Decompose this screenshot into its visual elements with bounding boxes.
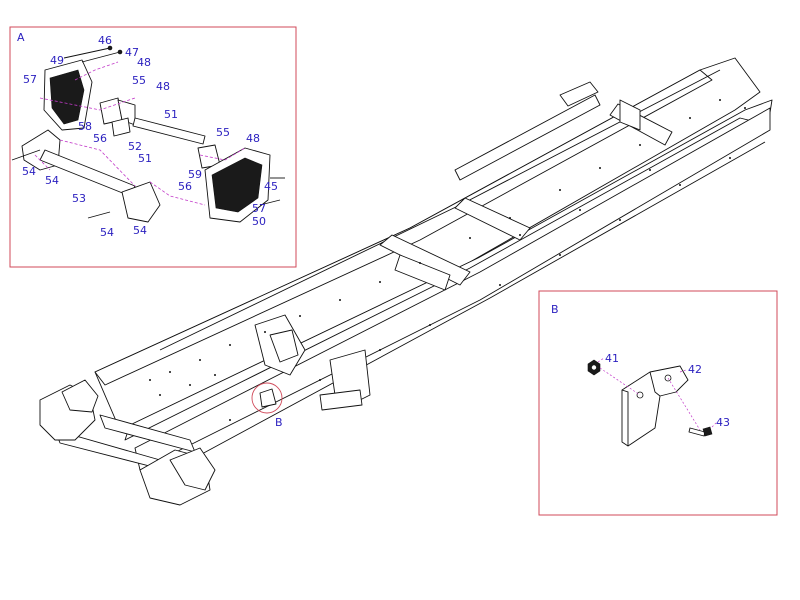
- label-45: 45: [264, 180, 278, 193]
- label-46: 46: [98, 34, 112, 47]
- label-54c: 54: [100, 226, 114, 239]
- label-59: 59: [188, 168, 202, 181]
- label-56: 56: [93, 132, 107, 145]
- main-chassis-frame: B: [39, 57, 773, 506]
- detail-b-title: B: [551, 303, 559, 316]
- label-42: 42: [688, 363, 702, 376]
- detail-b-panel: B 41 42 43: [538, 290, 778, 516]
- label-51: 51: [164, 108, 178, 121]
- label-54: 54: [22, 165, 36, 178]
- label-53: 53: [72, 192, 86, 205]
- callout-circle-b: [251, 382, 283, 414]
- label-43: 43: [716, 416, 730, 429]
- detail-a-panel: A: [9, 26, 297, 268]
- detail-a-title: A: [17, 31, 25, 44]
- label-56b: 56: [178, 180, 192, 193]
- label-57b: 57: [252, 202, 266, 215]
- label-49: 49: [50, 54, 64, 67]
- label-58: 58: [78, 120, 92, 133]
- label-47: 47: [125, 46, 139, 59]
- label-54b: 54: [45, 174, 59, 187]
- label-51b: 51: [138, 152, 152, 165]
- detail-b-border: [538, 290, 778, 516]
- label-48b: 48: [156, 80, 170, 93]
- label-52: 52: [128, 140, 142, 153]
- detail-a-border: [9, 26, 297, 268]
- label-54d: 54: [133, 224, 147, 237]
- callout-label-b: B: [275, 416, 283, 429]
- label-50: 50: [252, 215, 266, 228]
- label-55b: 55: [216, 126, 230, 139]
- label-48: 48: [137, 56, 151, 69]
- label-41: 41: [605, 352, 619, 365]
- label-55: 55: [132, 74, 146, 87]
- label-57: 57: [23, 73, 37, 86]
- label-48c: 48: [246, 132, 260, 145]
